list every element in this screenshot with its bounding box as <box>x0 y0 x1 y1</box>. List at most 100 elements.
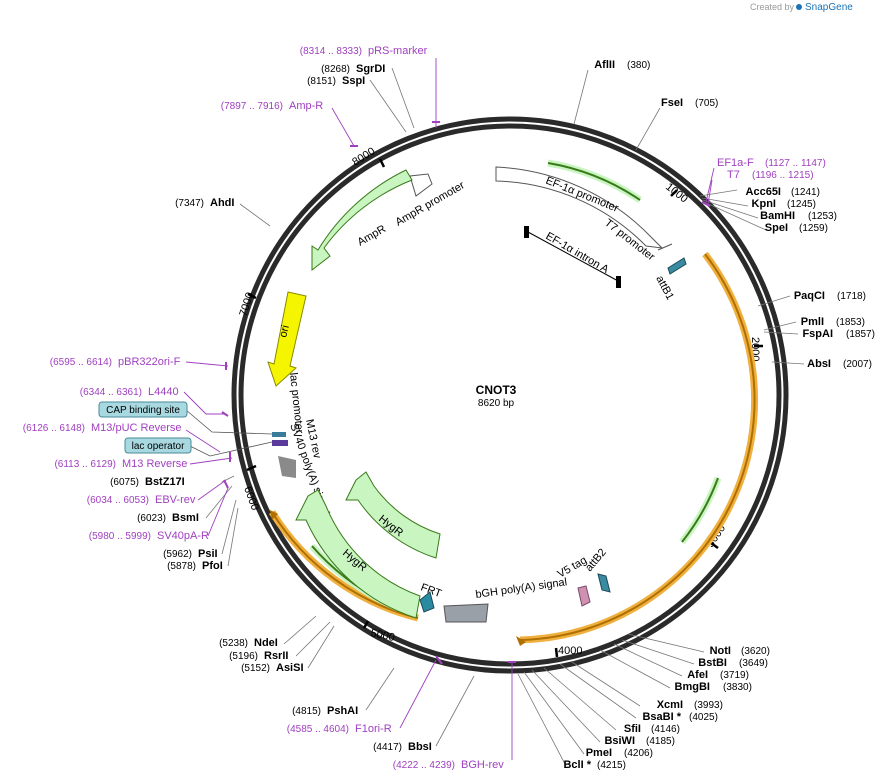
ef1a-promoter-arrow <box>495 166 664 249</box>
hygr-arrow-1 <box>345 471 441 559</box>
enzyme-aflii-pos: (380) <box>627 60 650 71</box>
enzyme-paqci-pos: (1718) <box>837 291 866 302</box>
ef1a-intron-line <box>527 231 621 283</box>
sv40-polya-feature <box>278 456 296 478</box>
enzyme-sspi-name: SspI <box>342 75 365 87</box>
enzyme-pmei-name: PmeI <box>586 747 612 759</box>
bgh-polya-feature <box>443 603 489 623</box>
enzyme-bsmi-name: BsmI <box>172 512 199 524</box>
primer-ebvrev-name: EBV-rev <box>155 494 196 506</box>
t7-promoter-mark <box>657 243 673 251</box>
cap-binding-site-box <box>98 401 188 418</box>
primer-m13rev-pos: (6113 .. 6129) <box>54 459 116 470</box>
enzyme-xcmi-name: XcmI <box>657 699 683 711</box>
ori-label: ori <box>277 324 292 339</box>
ef1a-intron-label: EF-1α intron A <box>544 230 612 276</box>
enzyme-asisi-pos: (5152) <box>241 663 270 674</box>
primer-f1orir-name: F1ori-R <box>355 723 392 735</box>
enzyme-pmli-name: PmlI <box>801 316 824 328</box>
credit-created-by: Created by <box>750 2 795 12</box>
snapgene-logo-icon <box>796 4 802 10</box>
primer-ebvrev-pos: (6034 .. 6053) <box>87 495 149 506</box>
enzyme-bcli-pos: (4215) <box>597 760 626 771</box>
enzyme-acc65i-name: Acc65I <box>746 186 781 198</box>
ampr-arrow <box>311 169 413 272</box>
primer-markers <box>221 121 711 665</box>
ampr-promoter-label: AmpR promoter <box>394 179 468 228</box>
primer-pbr322ori-name: pBR322ori-F <box>118 356 181 368</box>
enzyme-kpni-name: KpnI <box>752 198 776 210</box>
enzyme-bstbi-pos: (3649) <box>739 658 768 669</box>
primer-m13rev-name: M13 Reverse <box>122 458 187 470</box>
enzyme-bsabi-pos: (4025) <box>689 712 718 723</box>
enzyme-bstz17i-pos: (6075) <box>110 477 139 488</box>
enzyme-afei-pos: (3719) <box>720 670 749 681</box>
m13-rev-feature <box>272 440 288 446</box>
enzyme-pmei-pos: (4206) <box>624 748 653 759</box>
lac-operator-label: lac operator <box>132 441 185 452</box>
enzyme-bstbi-name: BstBI <box>698 657 727 669</box>
cap-binding-site-label: CAP binding site <box>106 405 180 416</box>
attb1-feature <box>667 257 687 275</box>
primer-l4440-pos: (6344 .. 6361) <box>80 387 142 398</box>
v5-tag-feature <box>577 585 591 607</box>
ef1a-intron-start-icon <box>524 226 529 238</box>
ampr-promoter-arrow <box>409 173 433 197</box>
frt-feature <box>419 591 435 613</box>
tick-7000 <box>247 292 257 300</box>
bgh-polya-label: bGH poly(A) signal <box>475 576 568 601</box>
lac-operator-feature <box>272 432 286 437</box>
enzyme-bamhi-pos: (1253) <box>808 211 837 222</box>
backbone-inner-ring <box>238 123 782 667</box>
enzyme-asisi-name: AsiSI <box>276 662 304 674</box>
primer-ef1af-name: EF1a-F <box>717 157 754 169</box>
leader-lines <box>205 67 805 767</box>
enzyme-bsiwi-name: BsiWI <box>604 735 635 747</box>
tick-1000 <box>670 189 678 197</box>
boxed-leader-lines <box>185 409 273 457</box>
enzyme-absi-name: AbsI <box>807 358 831 370</box>
enzyme-bstz17i-name: BstZ17I <box>145 476 185 488</box>
enzyme-afei-name: AfeI <box>687 669 708 681</box>
green-arc-right-line <box>681 477 719 543</box>
orange-arrowhead-right <box>516 636 526 646</box>
enzyme-rsrii-pos: (5196) <box>229 651 258 662</box>
enzyme-sgrdi-pos: (8268) <box>321 64 350 75</box>
primer-ampr-pos: (7897 .. 7916) <box>221 101 283 112</box>
attb2-feature <box>597 573 611 593</box>
primer-m13puc-name: M13/pUC Reverse <box>91 422 181 434</box>
credit-brand: SnapGene <box>805 2 853 13</box>
attb2-label: attB2 <box>583 547 609 574</box>
primer-t7-pos: (1196 .. 1215) <box>752 170 814 181</box>
enzyme-fspai-pos: (1857) <box>846 329 875 340</box>
plasmid-name: CNOT3 <box>476 383 517 397</box>
enzyme-bmgbi-pos: (3830) <box>723 682 752 693</box>
enzyme-spei-pos: (1259) <box>799 223 828 234</box>
primer-m13puc-pos: (6126 .. 6148) <box>23 423 85 434</box>
enzyme-noti-name: NotI <box>710 645 731 657</box>
enzyme-ndei-pos: (5238) <box>219 638 248 649</box>
tick-3000 <box>710 541 719 550</box>
primer-t7-name: T7 <box>727 169 740 181</box>
ef1a-intron-end-icon <box>616 276 621 288</box>
enzyme-pmli-pos: (1853) <box>836 317 865 328</box>
primer-bghrev-name: BGH-rev <box>461 759 504 771</box>
enzyme-kpni-pos: (1245) <box>787 199 816 210</box>
enzyme-pfoi-pos: (5878) <box>167 561 196 572</box>
enzyme-sspi-pos: (8151) <box>307 76 336 87</box>
primer-ef1af-pos: (1127 .. 1147) <box>765 158 826 169</box>
enzyme-rsrii-name: RsrII <box>264 650 288 662</box>
enzyme-pshai-name: PshAI <box>327 705 358 717</box>
green-arc-top-line <box>547 162 641 201</box>
enzyme-bsiwi-pos: (4185) <box>646 736 675 747</box>
tick-8000 <box>378 158 386 168</box>
enzyme-spei-name: SpeI <box>765 222 788 234</box>
enzyme-bamhi-name: BamHI <box>760 210 795 222</box>
tick-label-5000: 5000 <box>369 627 395 644</box>
orange-feature-arc-left-line <box>271 511 419 619</box>
primer-leader-lines <box>183 58 715 760</box>
enzyme-aflii-name: AflII <box>594 59 615 71</box>
lac-operator-box <box>124 437 192 454</box>
enzyme-sgrdi-name: SgrDI <box>356 63 385 75</box>
